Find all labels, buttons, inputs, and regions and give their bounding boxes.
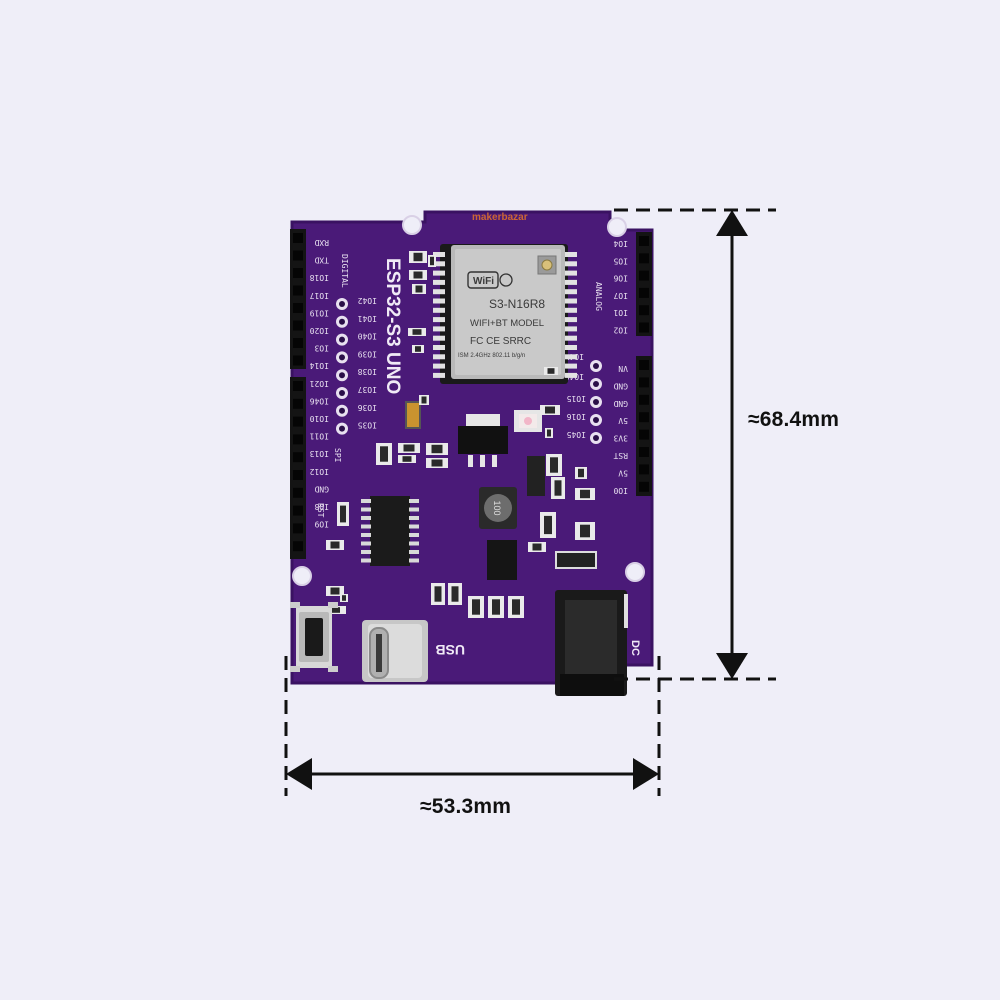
tantalum-cap <box>405 401 421 429</box>
digital-label: DIGITAL <box>340 254 349 288</box>
pin-label: IO20 <box>310 326 329 335</box>
pin-label: IO38 <box>358 367 377 376</box>
pin-label: IO37 <box>358 385 377 394</box>
pin-label: IO45 <box>567 430 586 439</box>
arrow-left-icon <box>286 758 312 790</box>
pin-label: IO36 <box>358 403 377 412</box>
module-model: S3-N16R8 <box>489 297 545 311</box>
bluetooth-icon <box>499 273 513 287</box>
arrow-up-icon <box>716 210 748 236</box>
pin-label: 3V3 <box>613 434 628 443</box>
mounting-holes <box>292 215 645 586</box>
esp32-module: WiFi S3-N16R8 WIFI+BT MODEL FC CE SRRC I… <box>433 244 577 384</box>
spi-label: SPI <box>333 448 342 463</box>
pin-label: IO18 <box>310 273 329 282</box>
inductor: 100 <box>479 487 517 529</box>
pin-label: IO21 <box>310 379 329 388</box>
pin-label: TXD <box>314 256 329 265</box>
pin-label: IO5 <box>613 256 628 265</box>
pin-label: IO46 <box>310 396 329 405</box>
pin-label: IO42 <box>358 296 377 305</box>
rgb-led <box>514 410 542 432</box>
module-line3: ISM 2.4GHz 802.11 b/g/n <box>458 353 525 359</box>
pin-label: IO7 <box>613 291 628 300</box>
pin-label: IO1 <box>613 308 628 317</box>
usb-c-port <box>362 620 428 682</box>
pin-label: IO4 <box>613 239 628 248</box>
pin-label: 5V <box>618 416 628 425</box>
width-label: ≈53.3mm <box>420 795 512 818</box>
wifi-badge: WiFi <box>473 276 494 287</box>
pin-label: IO12 <box>310 467 329 476</box>
pin-label: IO2 <box>613 326 628 335</box>
height-dimension <box>614 208 776 681</box>
arrow-down-icon <box>716 653 748 679</box>
left-header-labels: RXD TXD IO18IO17IO19IO20IO3IO14IO21IO46IO1… <box>310 238 329 529</box>
diode <box>527 456 545 496</box>
pin-label: IO0 <box>613 486 628 495</box>
pin-label: IO8 <box>314 502 329 511</box>
pin-label: IO11 <box>310 432 329 441</box>
pin-label: IO19 <box>310 308 329 317</box>
height-label: ≈68.4mm <box>748 408 840 431</box>
pin-label: IO17 <box>310 291 329 300</box>
brand-logo: makerbazar <box>472 212 528 223</box>
board-name: ESP32-S3 UNO <box>382 258 403 394</box>
module-line1: WIFI+BT MODEL <box>470 318 544 329</box>
header-pin-holes <box>293 233 649 552</box>
pin-label: GND <box>613 399 628 408</box>
usb-label: USB <box>435 642 465 658</box>
pin-label: IO41 <box>358 314 377 323</box>
small-ic-a <box>487 540 517 580</box>
pin-label: RXD <box>314 238 329 247</box>
serial-ic <box>361 496 419 566</box>
pin-label: IO14 <box>310 361 329 370</box>
pin-label: IO9 <box>314 520 329 529</box>
reset-label: RST <box>316 503 325 518</box>
pin-label: IO40 <box>358 332 377 341</box>
smd-passives <box>322 251 595 618</box>
pin-label: IO39 <box>358 349 377 358</box>
pin-label: VN <box>618 364 628 373</box>
pin-label: IO3 <box>314 344 329 353</box>
pin-label: IO35 <box>358 421 377 430</box>
width-dimension <box>284 656 661 796</box>
reset-button <box>290 602 338 672</box>
pin-label: IO10 <box>310 414 329 423</box>
pin-label: IO15 <box>567 394 586 403</box>
pin-label: IO6 <box>613 274 628 283</box>
dc-jack <box>555 590 628 696</box>
voltage-regulator <box>458 414 508 467</box>
analog-label: ANALOG <box>594 282 603 311</box>
pin-label: IO13 <box>310 449 329 458</box>
module-line2: FC CE SRRC <box>470 336 531 347</box>
fuse <box>555 551 597 569</box>
pin-label: GND <box>613 381 628 390</box>
pin-label: GND <box>314 484 329 493</box>
arrow-right-icon <box>633 758 659 790</box>
pin-label: 5V <box>618 468 628 477</box>
pin-label: IO16 <box>567 412 586 421</box>
inductor-label: 100 <box>492 500 502 515</box>
dc-label: DC <box>629 640 641 656</box>
pin-label: RST <box>613 451 628 460</box>
